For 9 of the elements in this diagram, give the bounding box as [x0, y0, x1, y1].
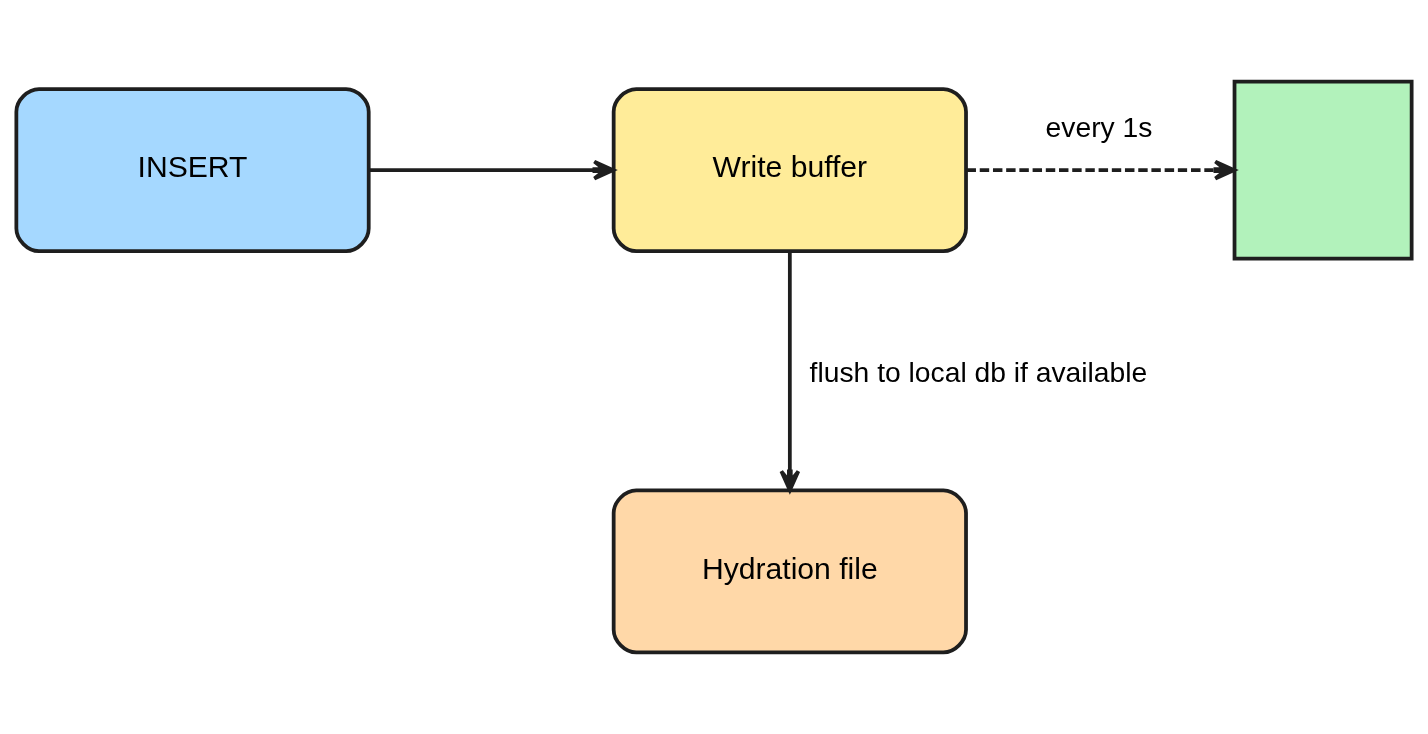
- arrow: [779, 251, 801, 493]
- arrow: [369, 159, 616, 181]
- arrow: [966, 159, 1237, 181]
- node-box: INSERT: [14, 87, 371, 253]
- node-box: Hydration file: [611, 488, 968, 655]
- edge-label: every 1s: [1045, 111, 1153, 144]
- edge-label: flush to local db if available: [809, 356, 1148, 389]
- node-box: Write buffer: [611, 87, 968, 253]
- node-box: [1232, 79, 1414, 261]
